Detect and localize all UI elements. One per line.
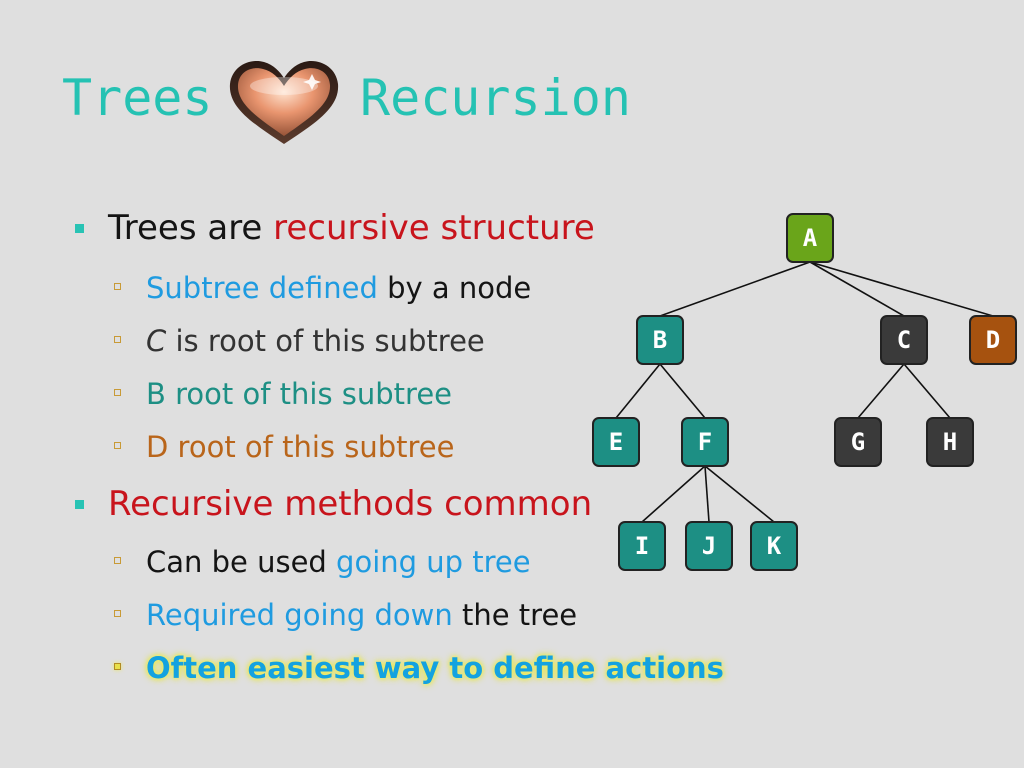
- sub-bullet-item: D root of this subtree: [146, 429, 454, 465]
- bullet-text: root of this subtree: [168, 430, 455, 464]
- tree-edge-b-e: [615, 363, 661, 419]
- tree-edge-a-c: [809, 261, 905, 317]
- tree-node-label: H: [943, 428, 957, 456]
- bullet-text: Often easiest way to define actions: [146, 651, 724, 685]
- sub-bullet-marker: [114, 336, 121, 343]
- bullet-marker: [75, 224, 84, 233]
- bullet-item: Recursive methods common: [108, 484, 592, 524]
- tree-node-label: A: [803, 224, 818, 252]
- bullet-text: recursive structure: [273, 208, 595, 248]
- tree-node-box: [834, 417, 882, 467]
- tree-node-box: [592, 417, 640, 467]
- tree-node-f: F: [681, 417, 729, 467]
- bullet-text: Can be used: [146, 545, 337, 579]
- sub-bullet-item: B root of this subtree: [146, 376, 452, 412]
- bullet-text: C: [146, 324, 167, 358]
- tree-node-c: C: [880, 315, 928, 365]
- bullet-text: root of this subtree: [165, 377, 453, 411]
- tree-node-g: G: [834, 417, 882, 467]
- bullet-text: Recursive methods common: [108, 484, 593, 524]
- tree-node-i: I: [618, 521, 666, 571]
- tree-node-box: [786, 213, 834, 263]
- tree-edge-f-j: [704, 465, 710, 523]
- tree-node-label: I: [635, 532, 649, 560]
- tree-node-k: K: [750, 521, 798, 571]
- tree-node-j: J: [685, 521, 733, 571]
- tree-node-a: A: [786, 213, 834, 263]
- bullet-text: B: [146, 377, 166, 411]
- tree-node-h: H: [926, 417, 974, 467]
- tree-node-label: K: [767, 532, 782, 560]
- bullet-text: is root of this subtree: [166, 324, 485, 358]
- sub-bullet-item: C is root of this subtree: [146, 323, 485, 359]
- sub-bullet-marker: [114, 389, 121, 396]
- tree-node-e: E: [592, 417, 640, 467]
- tree-node-box: [880, 315, 928, 365]
- sub-bullet-marker: [114, 442, 121, 449]
- tree-node-box: [636, 315, 684, 365]
- bullet-text: Required going down: [146, 598, 453, 632]
- sub-bullet-item: Can be used going up tree: [146, 544, 531, 580]
- bullet-text: Subtree defined: [146, 271, 378, 305]
- tree-node-d: D: [969, 315, 1017, 365]
- tree-edge-c-h: [903, 363, 951, 419]
- tree-node-label: D: [986, 326, 1000, 354]
- tree-node-box: [685, 521, 733, 571]
- tree-edge-b-f: [659, 363, 706, 419]
- bullet-text: by a node: [377, 271, 532, 305]
- tree-node-box: [969, 315, 1017, 365]
- tree-node-box: [681, 417, 729, 467]
- tree-edge-a-b: [659, 261, 811, 317]
- sub-bullet-item: Required going down the tree: [146, 597, 577, 633]
- sub-bullet-marker: [114, 663, 121, 670]
- tree-node-box: [926, 417, 974, 467]
- slide-title-right: Recursion: [360, 69, 631, 127]
- slide-title-left: Trees: [62, 69, 213, 127]
- tree-node-box: [750, 521, 798, 571]
- tree-node-label: F: [698, 428, 712, 456]
- heart-icon: [229, 60, 339, 144]
- tree-node-b: B: [636, 315, 684, 365]
- tree-node-box: [618, 521, 666, 571]
- sub-bullet-marker: [114, 610, 121, 617]
- bullet-marker: [75, 500, 84, 509]
- tree-edge-a-d: [809, 261, 994, 317]
- sub-bullet-item: Subtree defined by a node: [146, 270, 531, 306]
- bullet-text: D: [146, 430, 169, 464]
- tree-edge-f-i: [641, 465, 706, 523]
- tree-edge-f-k: [704, 465, 775, 523]
- tree-node-label: G: [851, 428, 865, 456]
- bullet-item: Trees are recursive structure: [108, 208, 595, 248]
- tree-edge-c-g: [857, 363, 905, 419]
- sub-bullet-marker: [114, 557, 121, 564]
- sub-bullet-item: Often easiest way to define actions: [146, 650, 724, 686]
- bullet-text: going up tree: [336, 545, 531, 579]
- bullet-text: the tree: [452, 598, 578, 632]
- tree-node-label: J: [702, 532, 716, 560]
- tree-node-label: B: [653, 326, 667, 354]
- bullet-text: Trees are: [108, 208, 274, 248]
- tree-node-label: C: [897, 326, 911, 354]
- sub-bullet-marker: [114, 283, 121, 290]
- tree-node-label: E: [609, 428, 623, 456]
